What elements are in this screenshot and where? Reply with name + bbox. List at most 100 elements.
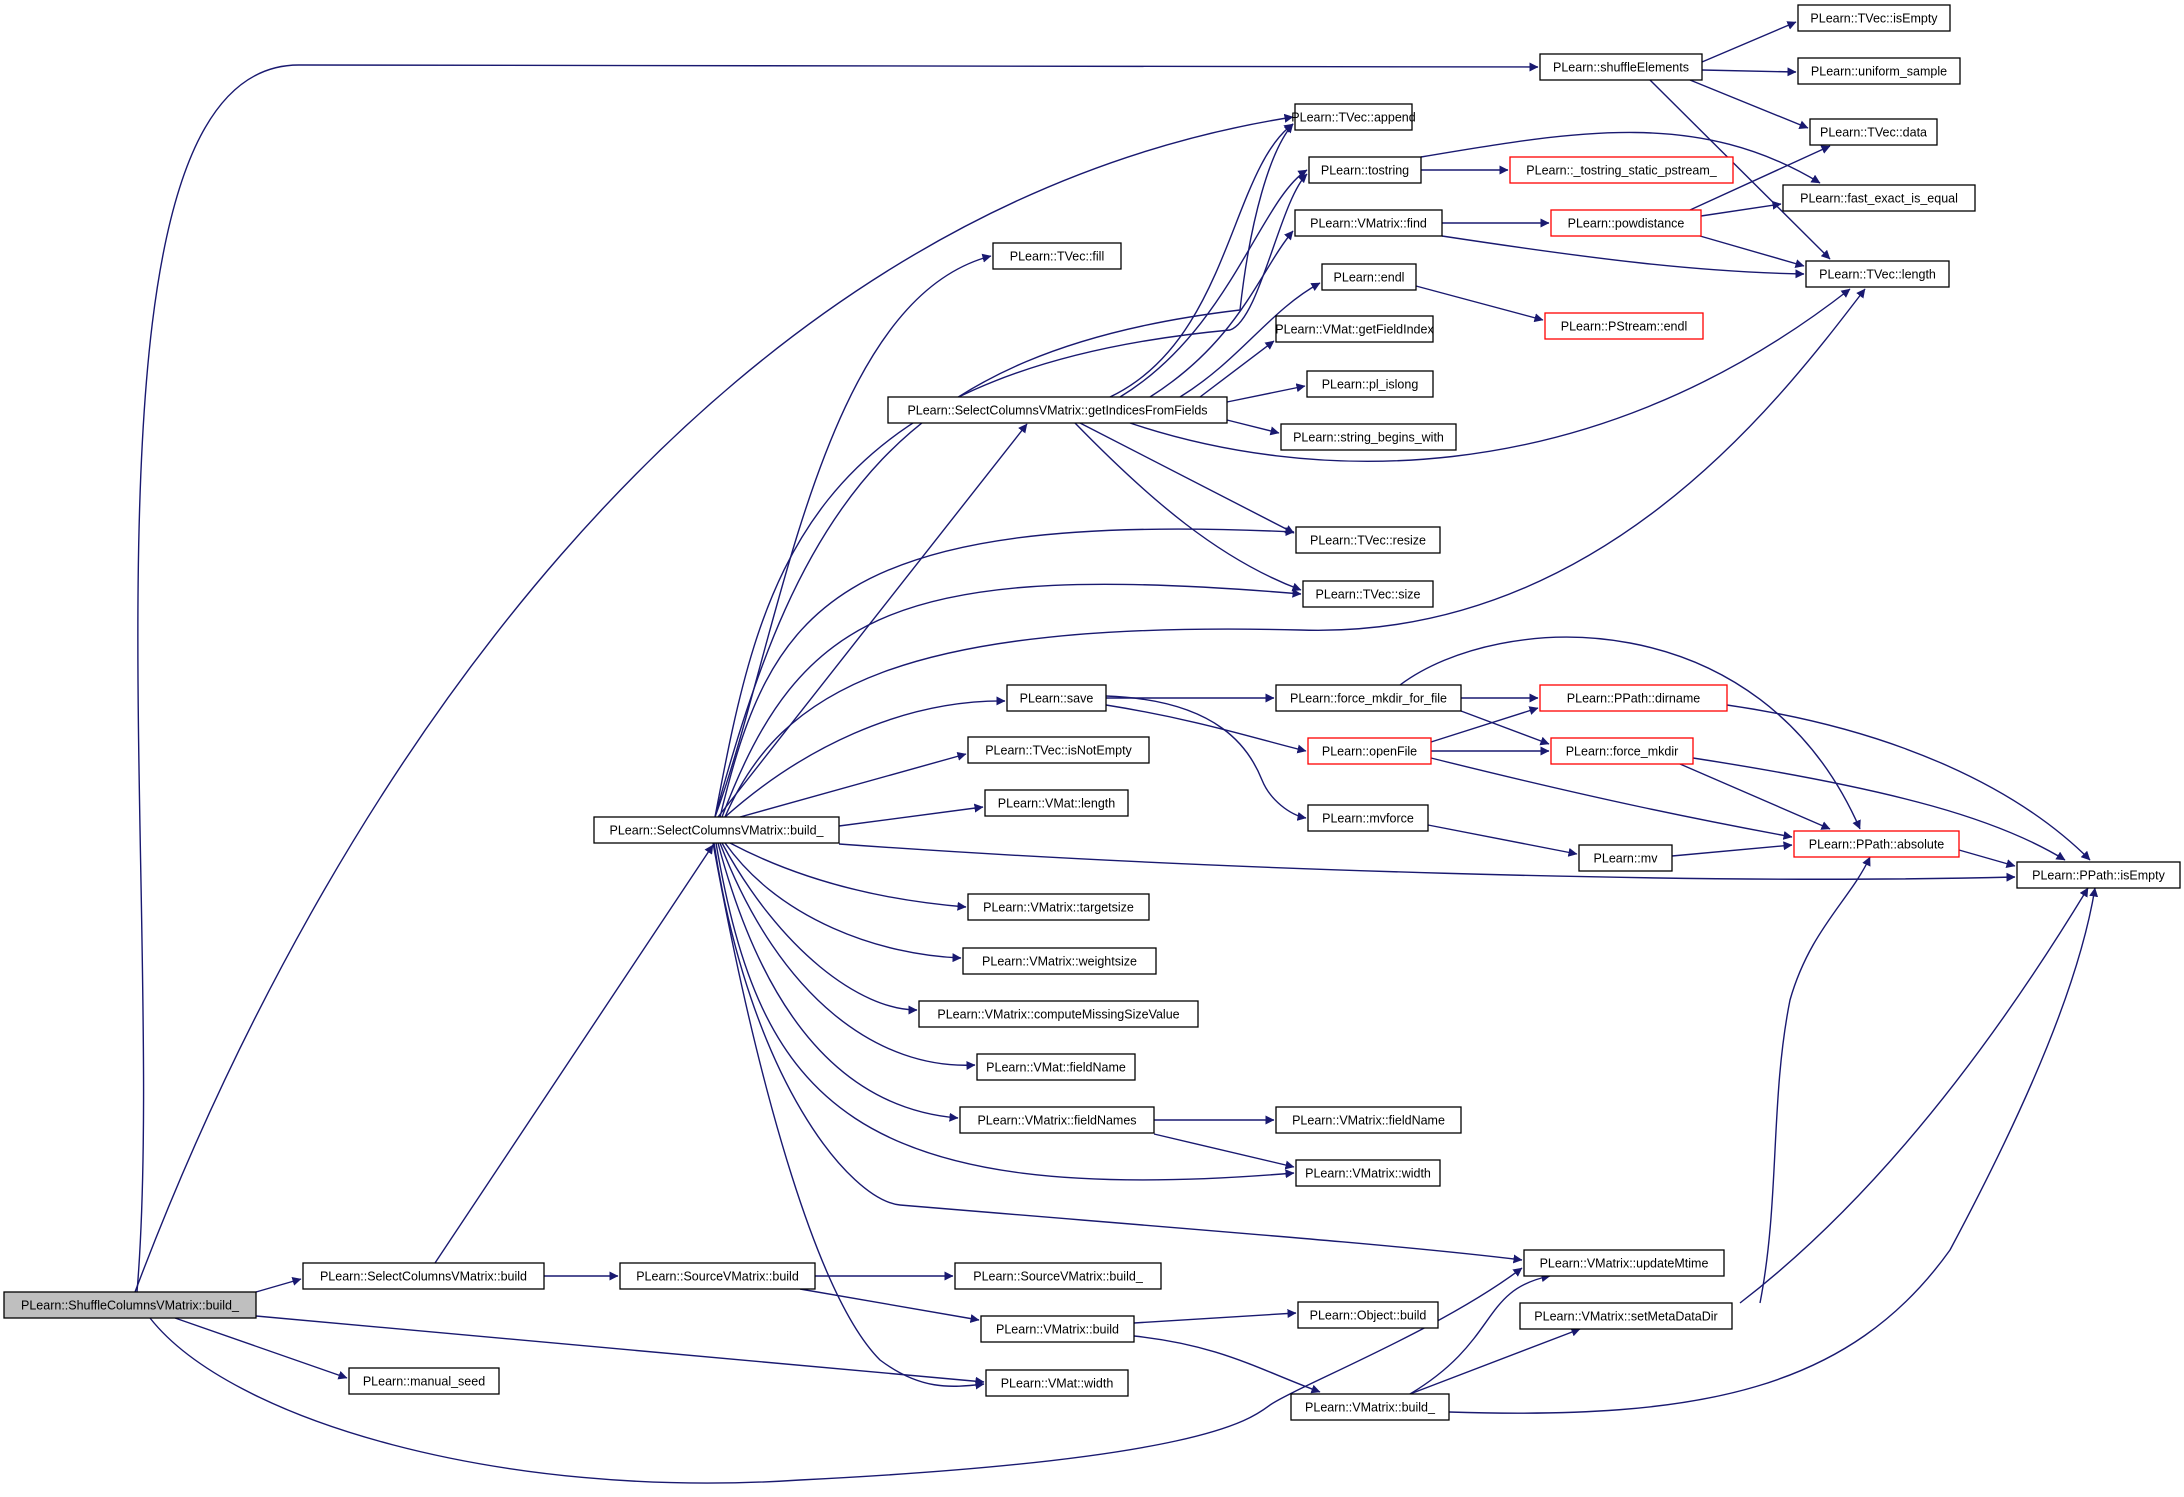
- node-absolute[interactable]: PLearn::PPath::absolute: [1793, 830, 1960, 858]
- node-tvec_length[interactable]: PLearn::TVec::length: [1805, 260, 1950, 288]
- node-save[interactable]: PLearn::save: [1006, 684, 1107, 712]
- node-mv[interactable]: PLearn::mv: [1578, 844, 1673, 872]
- node-label: PLearn::SourceVMatrix::build_: [973, 1270, 1144, 1284]
- node-pstream_endl[interactable]: PLearn::PStream::endl: [1544, 312, 1704, 340]
- node-root[interactable]: PLearn::ShuffleColumnsVMatrix::build_: [3, 1291, 257, 1319]
- node-resize[interactable]: PLearn::TVec::resize: [1295, 526, 1441, 554]
- node-force_mkdir_file[interactable]: PLearn::force_mkdir_for_file: [1275, 684, 1462, 712]
- node-set_meta[interactable]: PLearn::VMatrix::setMetaDataDir: [1519, 1302, 1733, 1330]
- edge-vmatrix_build-to-object_build: [1133, 1309, 1297, 1324]
- edge-getindices-to-tostring: [1119, 169, 1308, 398]
- node-box: [1302, 580, 1434, 608]
- node-box: [1307, 804, 1429, 832]
- node-tostring[interactable]: PLearn::tostring: [1308, 156, 1422, 184]
- node-find[interactable]: PLearn::VMatrix::find: [1294, 209, 1443, 237]
- node-label: PLearn::VMat::length: [998, 797, 1115, 811]
- edge-set_meta-to-absolute: [1759, 856, 1871, 1304]
- node-powdist[interactable]: PLearn::powdistance: [1550, 209, 1702, 237]
- node-src_build_[interactable]: PLearn::SourceVMatrix::build_: [954, 1262, 1162, 1290]
- node-box: [918, 1000, 1199, 1028]
- node-label: PLearn::PStream::endl: [1561, 320, 1687, 334]
- node-box: [1550, 209, 1702, 237]
- node-tvec_data[interactable]: PLearn::TVec::data: [1809, 118, 1938, 146]
- node-label: PLearn::VMatrix::targetsize: [983, 901, 1134, 915]
- edge-shuffle-to-tvec_data: [1689, 79, 1809, 129]
- node-box: [1550, 737, 1694, 765]
- node-box: [1509, 156, 1734, 184]
- node-label: PLearn::PPath::isEmpty: [2032, 869, 2165, 883]
- node-getfieldindex[interactable]: PLearn::VMat::getFieldIndex: [1275, 315, 1434, 343]
- node-pl_islong[interactable]: PLearn::pl_islong: [1306, 370, 1434, 398]
- node-force_mkdir[interactable]: PLearn::force_mkdir: [1550, 737, 1694, 765]
- node-vmat_width[interactable]: PLearn::VMat::width: [985, 1369, 1129, 1397]
- node-box: [1578, 844, 1673, 872]
- node-src_build[interactable]: PLearn::SourceVMatrix::build: [619, 1262, 816, 1290]
- node-fast_eq[interactable]: PLearn::fast_exact_is_equal: [1782, 184, 1976, 212]
- edge-mv-to-absolute: [1671, 841, 1793, 857]
- node-isnotempty[interactable]: PLearn::TVec::isNotEmpty: [967, 736, 1150, 764]
- node-append[interactable]: PLearn::TVec::append: [1291, 103, 1416, 131]
- node-label: PLearn::Object::build: [1310, 1309, 1427, 1323]
- node-weightsize[interactable]: PLearn::VMatrix::weightsize: [962, 947, 1157, 975]
- edge-scv_build_-to-vmatrix_width: [715, 842, 1295, 1181]
- edge-scv_build_-to-tvec_size: [721, 583, 1302, 818]
- edge-scv_build_-to-fieldnames: [717, 842, 959, 1122]
- node-label: PLearn::SelectColumnsVMatrix::build_: [610, 824, 825, 838]
- node-dirname[interactable]: PLearn::PPath::dirname: [1539, 684, 1728, 712]
- node-vmat_fieldname[interactable]: PLearn::VMat::fieldName: [976, 1053, 1136, 1081]
- node-label: PLearn::save: [1020, 692, 1094, 706]
- node-tostring_static[interactable]: PLearn::_tostring_static_pstream_: [1509, 156, 1734, 184]
- node-ppath_isempty[interactable]: PLearn::PPath::isEmpty: [2016, 861, 2181, 889]
- node-box: [1793, 830, 1960, 858]
- edge-src_build-to-vmatrix_build: [799, 1288, 980, 1323]
- node-vmatrix_fieldname[interactable]: PLearn::VMatrix::fieldName: [1275, 1106, 1462, 1134]
- node-openfile[interactable]: PLearn::openFile: [1307, 737, 1432, 765]
- node-box: [1294, 103, 1413, 131]
- node-vmat_length[interactable]: PLearn::VMat::length: [984, 789, 1129, 817]
- node-box: [619, 1262, 816, 1290]
- edge-tostring-to-fast_eq: [1420, 131, 1821, 184]
- edge-scv_build_-to-targetsize: [729, 842, 967, 911]
- edge-shuffle-to-tvec_length: [1649, 79, 1831, 260]
- node-vmatrix_build_[interactable]: PLearn::VMatrix::build_: [1290, 1393, 1450, 1421]
- node-mvforce[interactable]: PLearn::mvforce: [1307, 804, 1429, 832]
- node-object_build[interactable]: PLearn::Object::build: [1297, 1301, 1439, 1329]
- node-box: [954, 1262, 1162, 1290]
- node-targetsize[interactable]: PLearn::VMatrix::targetsize: [967, 893, 1150, 921]
- node-label: PLearn::VMatrix::setMetaDataDir: [1534, 1310, 1717, 1324]
- node-label: PLearn::TVec::isNotEmpty: [985, 744, 1132, 758]
- node-scv_build_[interactable]: PLearn::SelectColumnsVMatrix::build_: [593, 816, 840, 844]
- edge-vmatrix_build_-to-update_mtime: [1409, 1273, 1551, 1395]
- node-update_mtime[interactable]: PLearn::VMatrix::updateMtime: [1523, 1249, 1725, 1277]
- edge-scv_build_-to-vmat_width: [712, 842, 985, 1390]
- edge-shuffle-to-uniform: [1701, 67, 1797, 77]
- node-box: [1294, 209, 1443, 237]
- node-fill[interactable]: PLearn::TVec::fill: [992, 242, 1122, 270]
- edge-scv_build_-to-ppath_isempty: [838, 843, 2016, 882]
- node-box: [1805, 260, 1950, 288]
- node-fieldnames[interactable]: PLearn::VMatrix::fieldNames: [959, 1106, 1155, 1134]
- node-scv_build[interactable]: PLearn::SelectColumnsVMatrix::build: [302, 1262, 545, 1290]
- edge-getindices-to-resize: [1079, 422, 1295, 534]
- node-uniform[interactable]: PLearn::uniform_sample: [1797, 57, 1961, 85]
- node-manual_seed[interactable]: PLearn::manual_seed: [348, 1367, 500, 1395]
- node-vmatrix_width[interactable]: PLearn::VMatrix::width: [1295, 1159, 1441, 1187]
- node-endl[interactable]: PLearn::endl: [1321, 263, 1417, 291]
- node-label: PLearn::VMatrix::weightsize: [982, 955, 1137, 969]
- node-box: [1006, 684, 1107, 712]
- node-begins_with[interactable]: PLearn::string_begins_with: [1280, 423, 1457, 451]
- node-getindices[interactable]: PLearn::SelectColumnsVMatrix::getIndices…: [887, 396, 1228, 424]
- node-tvec_size[interactable]: PLearn::TVec::size: [1302, 580, 1434, 608]
- edge-force_mkdir_file-to-absolute: [1399, 636, 1861, 830]
- node-tvec_isempty[interactable]: PLearn::TVec::isEmpty: [1797, 4, 1951, 32]
- edge-force_mkdir-to-ppath_isempty: [1692, 757, 2066, 861]
- node-label: PLearn::force_mkdir_for_file: [1290, 692, 1447, 706]
- node-box: [1539, 684, 1728, 712]
- node-computemissing[interactable]: PLearn::VMatrix::computeMissingSizeValue: [918, 1000, 1199, 1028]
- node-vmatrix_build[interactable]: PLearn::VMatrix::build: [980, 1315, 1135, 1343]
- edge-scv_build_-to-append: [714, 123, 1294, 818]
- node-label: PLearn::SelectColumnsVMatrix::getIndices…: [907, 404, 1207, 418]
- node-shuffle[interactable]: PLearn::shuffleElements: [1539, 53, 1703, 81]
- edge-openfile-to-dirname: [1430, 706, 1539, 743]
- node-label: PLearn::TVec::append: [1291, 111, 1415, 125]
